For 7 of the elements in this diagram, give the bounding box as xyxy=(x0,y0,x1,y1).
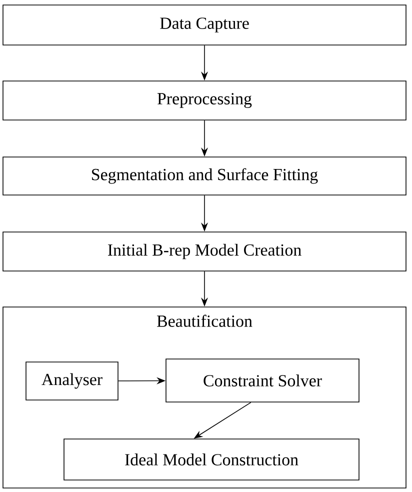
process-box: Analyser xyxy=(26,362,118,400)
process-box: Segmentation and Surface Fitting xyxy=(2,156,406,196)
process-box: Ideal Model Construction xyxy=(64,438,360,480)
process-box: Data Capture xyxy=(2,4,406,46)
process-box: Constraint Solver xyxy=(166,358,360,402)
process-box: Preprocessing xyxy=(2,80,406,120)
process-box: Initial B-rep Model Creation xyxy=(2,232,406,272)
